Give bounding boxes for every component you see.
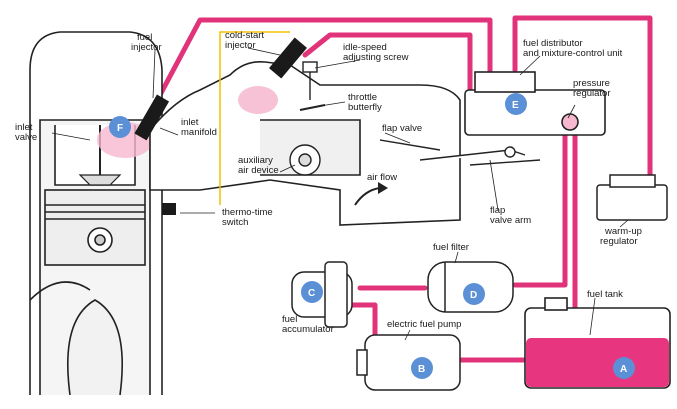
label-fuel-filter: fuel filter [433,242,469,253]
label-warmup-2: regulator [600,236,638,247]
inlet-manifold [149,60,461,226]
label-flap-arm-2: valve arm [490,215,531,226]
cold-start-spray [238,86,278,114]
badges: A B C D E F [109,93,635,379]
label-throttle-1: throttle [348,92,377,103]
label-pump: electric fuel pump [387,319,461,330]
labels: fuel injector cold-start injector idle-s… [15,30,642,335]
label-fuel-injector-2: injector [131,42,162,53]
flap-valve [379,139,541,166]
electrical-wire [219,31,290,205]
line-filter-to-distributor [512,127,568,288]
label-fuel-tank: fuel tank [587,289,623,300]
label-flap-arm-1: flap [490,205,505,216]
label-air-flow: air flow [367,172,397,183]
label-distributor-1: fuel distributor [523,38,583,49]
label-cold-start-1: cold-start [225,30,264,41]
svg-text:C: C [308,288,315,299]
fuel-lines [157,15,653,363]
label-pressure-1: pressure [573,78,610,89]
line-warmup-return [512,15,653,183]
badge-e: E [505,93,527,115]
label-cold-start-2: injector [225,40,256,51]
label-auxiliary-2: air device [238,165,279,176]
engine-block [29,31,163,396]
line-accumulator-to-pump [347,302,378,343]
svg-text:B: B [418,364,425,375]
label-accumulator-2: accumulator [282,324,334,335]
label-thermo-2: switch [222,217,248,228]
label-inlet-manifold-1: inlet [181,117,199,128]
badge-a: A [613,357,635,379]
label-throttle-2: butterfly [348,102,382,113]
line-distributor-to-injector [157,17,493,98]
label-inlet-valve-1: inlet [15,122,33,133]
fuel-tank [524,297,671,389]
label-inlet-manifold-2: manifold [181,127,217,138]
label-distributor-2: and mixture-control unit [523,48,623,59]
auxiliary-air-device [289,144,321,176]
leader-lines [51,47,629,341]
label-idle-speed-2: adjusting screw [343,52,409,63]
fuel-injector [134,94,170,141]
line-distributor-to-coldstart [302,32,473,103]
label-flap-valve: flap valve [382,123,422,134]
label-auxiliary-1: auxiliary [238,155,273,166]
label-thermo-1: thermo-time [222,207,273,218]
svg-text:F: F [117,123,123,134]
air-flow-arrow [354,187,381,206]
fuel-distributor [464,71,606,136]
svg-text:E: E [512,100,519,111]
badge-c: C [301,281,323,303]
badge-d: D [463,283,485,305]
label-idle-speed-1: idle-speed [343,42,387,53]
label-accumulator-1: fuel [282,314,297,325]
warm-up-regulator [596,174,668,221]
label-warmup-1: warm-up [604,226,642,237]
thermo-time-switch [162,203,176,215]
badge-f: F [109,116,131,138]
svg-text:A: A [620,364,627,375]
label-inlet-valve-2: valve [15,132,37,143]
cold-start-injector [238,37,307,114]
electric-fuel-pump [356,334,461,391]
label-fuel-injector-1: fuel [137,32,152,43]
badge-b: B [411,357,433,379]
label-pressure-2: regulator [573,88,611,99]
svg-text:D: D [470,290,477,301]
